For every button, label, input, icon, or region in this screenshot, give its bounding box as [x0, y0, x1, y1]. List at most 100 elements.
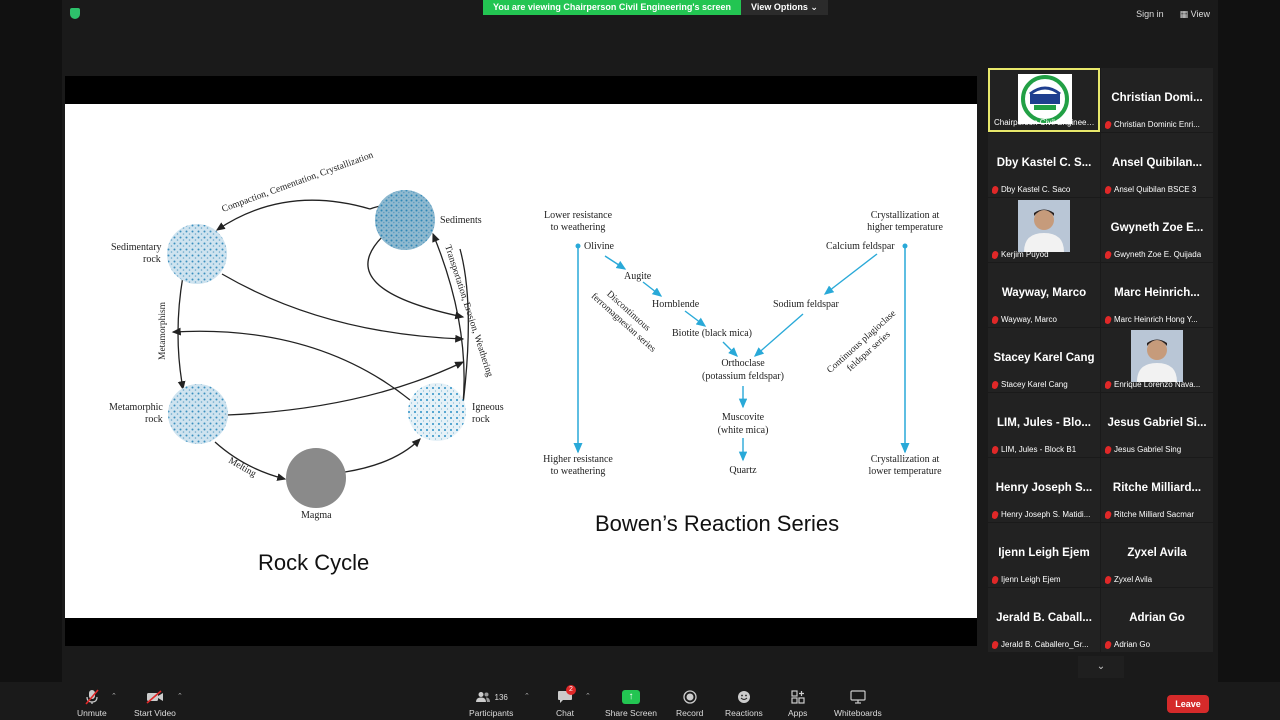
participant-name-label: Stacey Karel Cang	[992, 380, 1098, 389]
participant-tile[interactable]: Ritche Milliard...Ritche Milliard Sacmar	[1101, 458, 1213, 522]
label-transportation: Transportation, Erosion, Weathering	[442, 244, 494, 379]
muted-mic-icon	[1105, 575, 1113, 584]
participant-display-name: Stacey Karel Cang	[993, 352, 1095, 364]
label-higher-resistance-2: to weathering	[551, 466, 606, 477]
participant-label-text: Zyxel Avila	[1114, 575, 1153, 584]
participant-name-label: Jesus Gabriel Sing	[1105, 445, 1211, 454]
participant-name-label: Ansel Quibilan BSCE 3	[1105, 185, 1211, 194]
view-label: View	[1190, 9, 1210, 19]
label-metamorphic-rock-2: rock	[145, 414, 163, 425]
chevron-down-icon: ⌄	[1096, 661, 1106, 672]
label-calcium-feldspar: Calcium feldspar	[826, 241, 895, 252]
muted-mic-icon	[1105, 445, 1113, 454]
viewing-banner: You are viewing Chairperson Civil Engine…	[483, 0, 828, 15]
participant-tile[interactable]: LIM, Jules - Blo...LIM, Jules - Block B1	[988, 393, 1100, 457]
participants-icon	[475, 692, 490, 702]
video-options-caret-icon[interactable]: ⌃	[177, 693, 183, 700]
participant-photo	[1018, 200, 1070, 252]
label-cryst-lower-1: Crystallization at	[871, 454, 940, 465]
participant-tile[interactable]: Dby Kastel C. S...Dby Kastel C. Saco	[988, 133, 1100, 197]
reactions-button[interactable]: Reactions	[725, 688, 763, 718]
encryption-shield-icon[interactable]	[70, 8, 80, 19]
shared-screen: Sediments Sedimentary rock Metamorphic r…	[65, 76, 977, 646]
label-lower-resistance-2: to weathering	[551, 222, 606, 233]
participant-tile[interactable]: Henry Joseph S...Henry Joseph S. Matidi.…	[988, 458, 1100, 522]
view-button[interactable]: ▦ View	[1180, 9, 1210, 20]
label-igneous-rock-1: Igneous	[472, 402, 504, 413]
audio-options-caret-icon[interactable]: ⌃	[111, 693, 117, 700]
muted-microphone-icon	[85, 688, 99, 706]
participant-name-label: Adrian Go	[1105, 640, 1211, 649]
chat-button[interactable]: 2 Chat	[556, 685, 576, 718]
participant-tile[interactable]: Marc Heinrich...Marc Heinrich Hong Y...	[1101, 263, 1213, 327]
muted-mic-icon	[992, 575, 1000, 584]
participant-tile[interactable]: Chairperson Civil Engineering	[988, 68, 1100, 132]
chat-icon: 2	[557, 685, 576, 706]
participant-tile[interactable]: Christian Domi... Christian Dominic Enri.…	[1101, 68, 1213, 132]
metamorphic-rock-circle	[168, 384, 228, 444]
chevron-down-icon: ⌄	[810, 2, 818, 12]
muted-mic-icon	[1105, 185, 1113, 194]
apps-icon	[791, 688, 805, 706]
view-options-button[interactable]: View Options ⌄	[741, 0, 828, 15]
label-sedimentary-rock-2: rock	[143, 254, 161, 265]
participant-label-text: Christian Dominic Enri...	[1114, 120, 1200, 129]
participant-tile[interactable]: Jerald B. Caball...Jerald B. Caballero_G…	[988, 588, 1100, 652]
participant-tile[interactable]: Jesus Gabriel Si...Jesus Gabriel Sing	[1101, 393, 1213, 457]
sign-in-link[interactable]: Sign in	[1136, 9, 1164, 19]
label-sodium-feldspar: Sodium feldspar	[773, 299, 839, 310]
right-margin	[1218, 0, 1280, 720]
gallery-scroll-down-button[interactable]: ⌄	[1078, 656, 1124, 678]
chat-caret-icon[interactable]: ⌃	[585, 693, 591, 700]
rock-cycle-diagram: Sediments Sedimentary rock Metamorphic r…	[109, 150, 504, 521]
participant-label-text: Chairperson Civil Engineering	[994, 118, 1096, 127]
participant-tile[interactable]: Gwyneth Zoe E...Gwyneth Zoe E. Quijada	[1101, 198, 1213, 262]
participant-name-label: Chairperson Civil Engineering	[994, 118, 1096, 127]
participants-caret-icon[interactable]: ⌃	[524, 693, 530, 700]
participant-name-label: Ritche Milliard Sacmar	[1105, 510, 1211, 519]
whiteboards-button[interactable]: Whiteboards	[834, 688, 882, 718]
share-screen-label: Share Screen	[605, 708, 657, 718]
participant-label-text: Ritche Milliard Sacmar	[1114, 510, 1195, 519]
participant-display-name: Wayway, Marco	[1001, 287, 1087, 299]
participant-tile[interactable]: Enrique Lorenzo Nava...	[1101, 328, 1213, 392]
label-olivine: Olivine	[584, 241, 615, 252]
unmute-button[interactable]: Unmute	[77, 688, 107, 718]
start-video-button[interactable]: Start Video	[134, 688, 176, 718]
participant-tile[interactable]: Kerjim Puyod	[988, 198, 1100, 262]
presentation-slide: Sediments Sedimentary rock Metamorphic r…	[65, 104, 977, 618]
label-orthoclase-2: (potassium feldspar)	[702, 371, 784, 382]
participant-display-name: Adrian Go	[1129, 612, 1185, 624]
share-screen-button[interactable]: ↑ Share Screen	[605, 688, 657, 718]
participant-name-label: Jerald B. Caballero_Gr...	[992, 640, 1098, 649]
start-video-label: Start Video	[134, 708, 176, 718]
participant-display-name: Ijenn Leigh Ejem	[998, 547, 1090, 559]
muted-mic-icon	[992, 445, 1000, 454]
muted-mic-icon	[992, 250, 1000, 259]
label-quartz: Quartz	[729, 465, 757, 476]
unmute-label: Unmute	[77, 708, 107, 718]
participant-label-text: Jesus Gabriel Sing	[1114, 445, 1182, 454]
participants-button[interactable]: 136 Participants	[469, 688, 513, 718]
muted-mic-icon	[992, 510, 1000, 519]
participant-name-label: Dby Kastel C. Saco	[992, 185, 1098, 194]
participant-name-label: Henry Joseph S. Matidi...	[992, 510, 1098, 519]
leave-button[interactable]: Leave	[1167, 695, 1209, 713]
record-button[interactable]: Record	[676, 688, 703, 718]
record-icon	[683, 688, 697, 706]
slide-diagram: Sediments Sedimentary rock Metamorphic r…	[109, 150, 943, 521]
participant-display-name: Christian Domi...	[1111, 92, 1203, 104]
participant-label-text: Ansel Quibilan BSCE 3	[1114, 185, 1197, 194]
participant-label-text: LIM, Jules - Block B1	[1001, 445, 1077, 454]
bowen-series-diagram: Lower resistance to weathering Higher re…	[543, 210, 943, 477]
participant-name-label: LIM, Jules - Block B1	[992, 445, 1098, 454]
muted-mic-icon	[992, 185, 1000, 194]
apps-button[interactable]: Apps	[788, 688, 807, 718]
participant-label-text: Gwyneth Zoe E. Quijada	[1114, 250, 1202, 259]
participant-tile[interactable]: Adrian Go Adrian Go	[1101, 588, 1213, 652]
participant-tile[interactable]: Ansel Quibilan...Ansel Quibilan BSCE 3	[1101, 133, 1213, 197]
